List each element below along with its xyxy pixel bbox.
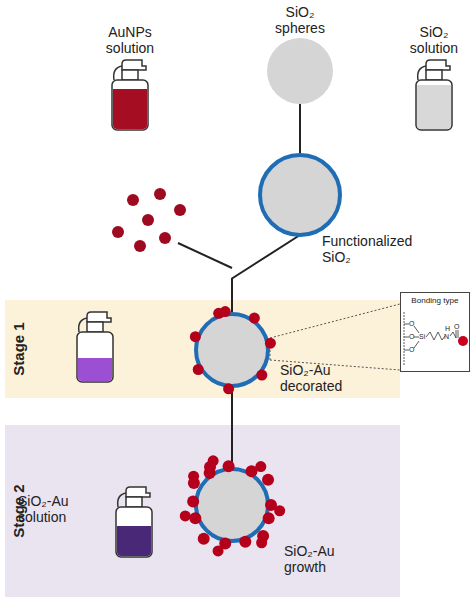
leader-line: [270, 304, 400, 338]
atom-label: H: [445, 325, 450, 333]
atom-label: O: [454, 323, 459, 331]
node-label: SiO₂-Au growth: [284, 543, 364, 575]
bottle-icon: [108, 58, 152, 132]
sphere-shape: [194, 467, 270, 543]
bottle-node: SiO₂-Au solution: [112, 485, 156, 559]
bonding-chemistry: [404, 312, 458, 366]
node-label: Bonding type: [401, 296, 469, 306]
particle-circle: Functionalized SiO₂: [258, 153, 342, 237]
inset-box: Bonding type: [400, 292, 470, 372]
bottle-node: SiO₂ solution: [412, 58, 456, 132]
flow-line: [232, 235, 300, 312]
inset-ground: [400, 292, 470, 372]
bottle-icon: [77, 312, 113, 382]
particle-circle: SiO₂ spheres: [267, 38, 333, 104]
atom-label: Si: [419, 333, 425, 341]
particle-circle: SiO₂-Au decorated: [194, 312, 270, 388]
node-label: SiO₂ spheres: [265, 4, 335, 36]
atom-label: N: [444, 333, 449, 341]
atom-label: O: [409, 333, 414, 341]
stage-band: Stage 2SiO₂-Au solutionSiO₂-Au growth: [5, 425, 400, 597]
stage-band: [5, 300, 400, 398]
stage-band: Stage 1 SiO₂-Au decorated: [5, 300, 400, 398]
branch-line: [178, 243, 232, 268]
flow-line: [299, 104, 301, 153]
sphere-shape: [267, 38, 333, 104]
bottle-icon: [412, 58, 456, 132]
stage-label: Stage 1: [11, 322, 27, 375]
bottle-icon: [112, 485, 156, 559]
gold-nanoparticles: [112, 188, 186, 252]
sphere-shape: [194, 312, 270, 388]
sphere-shape: [258, 153, 342, 237]
node-label: AuNPs solution: [95, 24, 165, 56]
node-label: SiO₂-Au solution: [18, 493, 108, 525]
particle-circle: SiO₂-Au growth: [194, 467, 270, 543]
stage-band: [5, 425, 400, 597]
flow-line: [231, 388, 233, 467]
gold-nanoparticle: [458, 336, 468, 346]
node-label: SiO₂ solution: [403, 24, 465, 56]
node-label: SiO₂-Au decorated: [280, 362, 360, 394]
bottle-node: AuNPs solution: [108, 58, 152, 132]
atom-label: O: [409, 320, 414, 328]
atom-label: O: [409, 346, 414, 354]
node-label: Functionalized SiO₂: [322, 233, 432, 265]
